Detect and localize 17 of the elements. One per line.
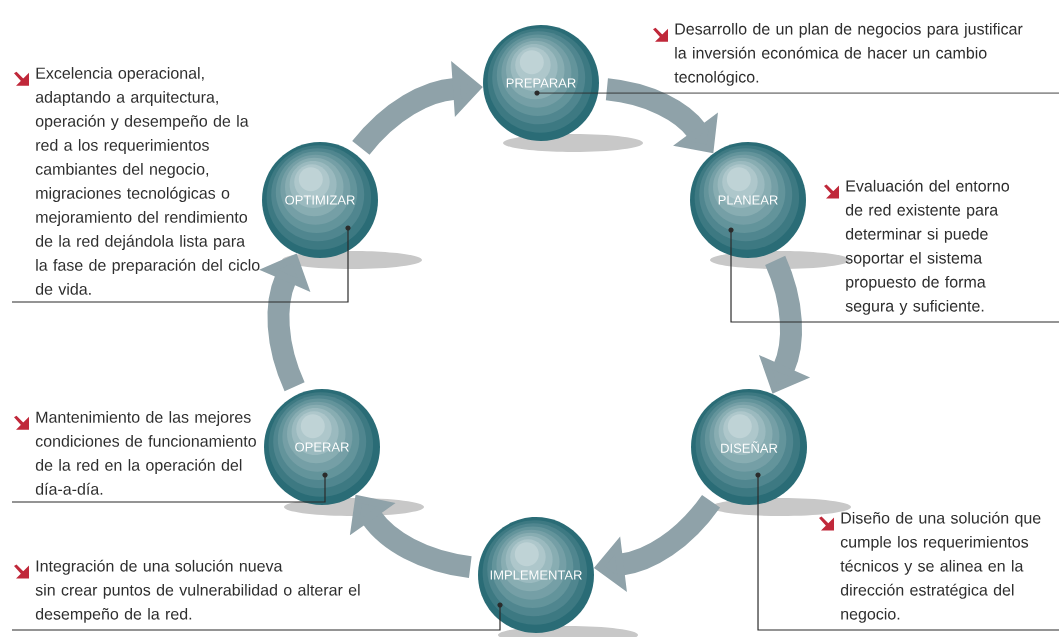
sphere: PREPARAR: [483, 25, 599, 141]
sphere: OPERAR: [264, 389, 380, 505]
leader-line: [11, 604, 501, 631]
sphere: OPTIMIZAR: [262, 142, 378, 258]
description-text: Desarrollo de un plan de negocios para justificar la inversión económica de hacer un cambio tecnológico.: [674, 22, 1023, 86]
description-text: Excelencia operacional, adaptando a arquitectura, operación y desempeño de la red a los requerimientos cambiantes del negocio, migraciones tecnológicas o mejoramiento del rendimiento de la red dejándola lista para la fase de preparación del ciclo de vida.: [35, 67, 260, 295]
description-text: Integración de una solución nueva sin crear puntos de vulnerabilidad o alterar el desempeño de la red.: [35, 559, 360, 623]
leader-line: [730, 229, 1059, 323]
sphere: DISEÑAR: [691, 389, 807, 505]
leader-line: [536, 92, 1059, 94]
leader-line: [11, 474, 326, 503]
leader-line: [757, 474, 1059, 631]
description-text: Mantenimiento de las mejores condiciones de funcionamiento de la red en la operación del día-a-día.: [35, 411, 256, 495]
description-text: Evaluación del entorno de red existente para determinar si puede soportar el sistema propuesto de forma segura y suficiente.: [845, 179, 1010, 315]
leader-line: [11, 227, 349, 303]
description-text: Diseño de una solución que cumple los requerimientos técnicos y se alinea en la dirección estratégica del negocio.: [840, 511, 1041, 623]
sphere: PLANEAR: [690, 142, 806, 258]
